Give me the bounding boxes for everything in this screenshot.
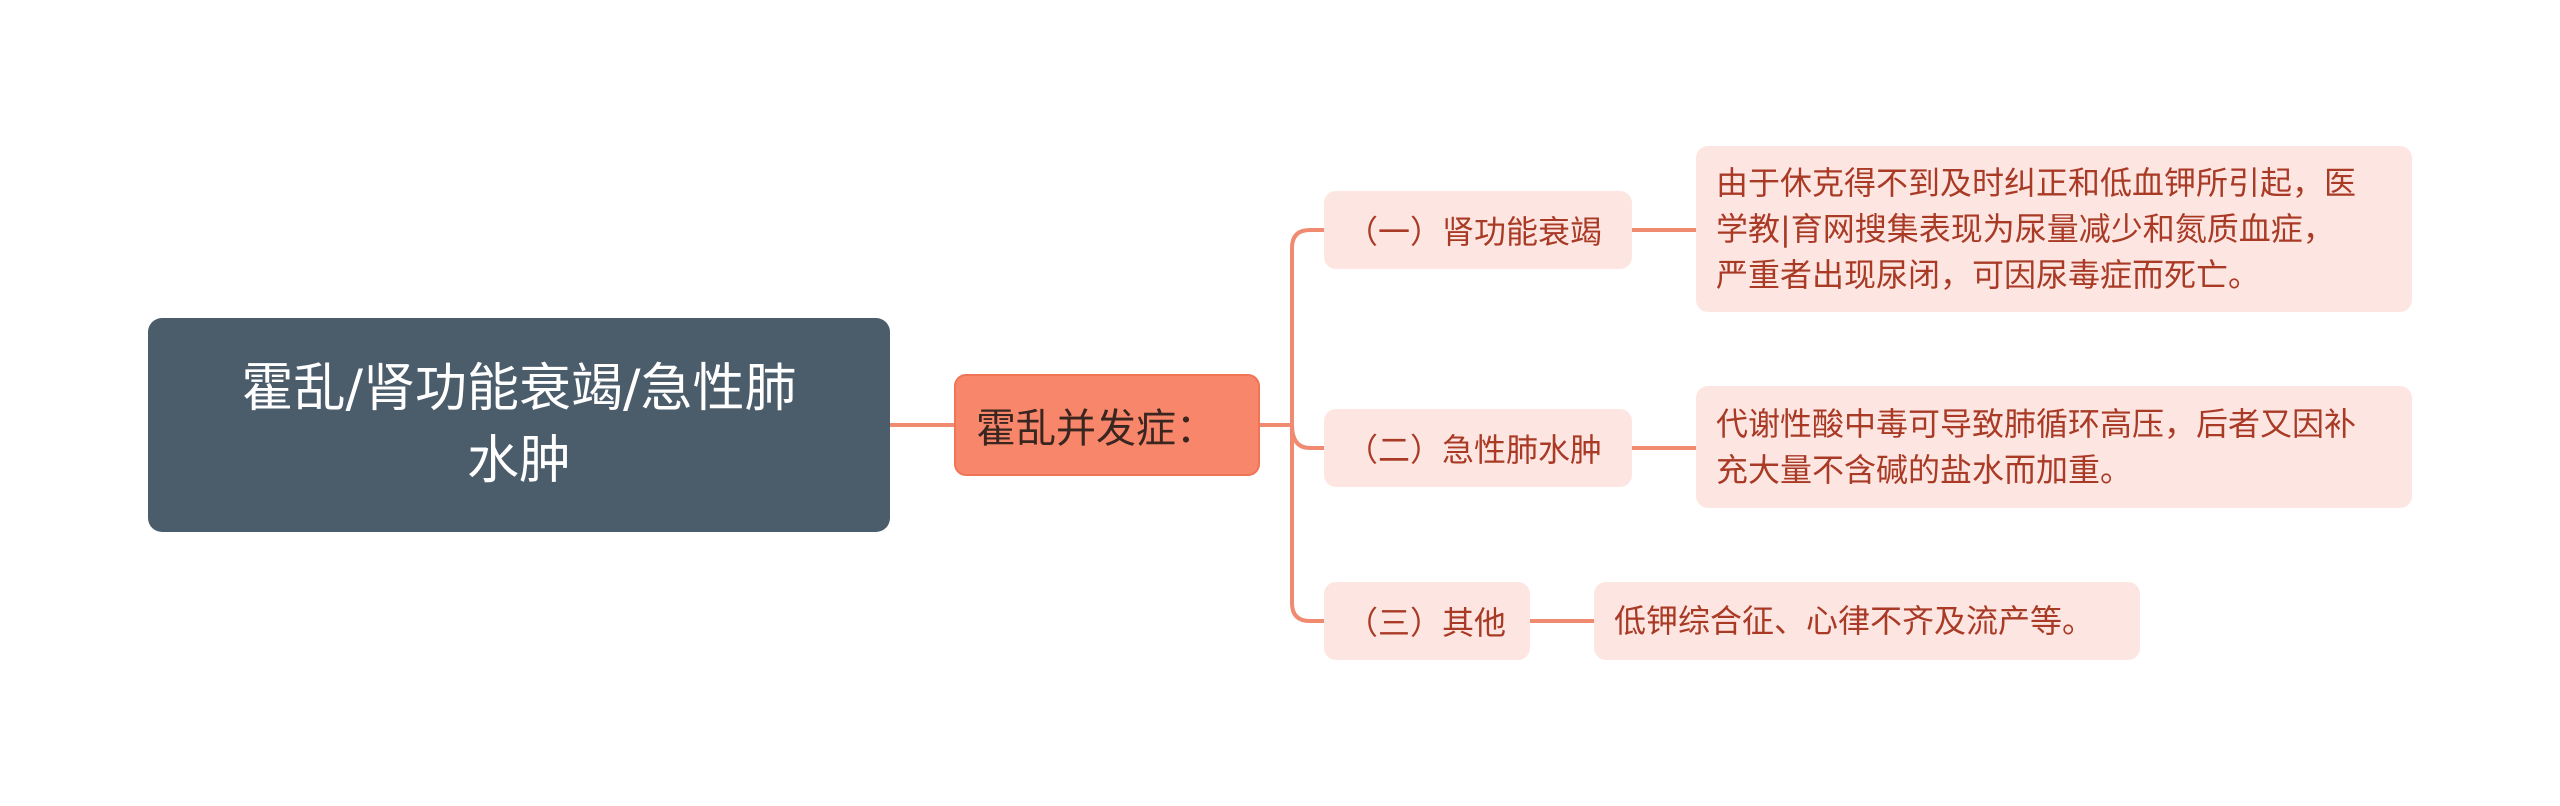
root-topic-node[interactable]: 霍乱/肾功能衰竭/急性肺 水肿 [148, 318, 890, 532]
detail-node-other[interactable]: 低钾综合征、心律不齐及流产等。 [1594, 582, 2140, 660]
detail-line: 充大量不含碱的盐水而加重。 [1716, 451, 2133, 489]
detail-text: 由于休克得不到及时纠正和低血钾所引起，医 学教|育网搜集表现为尿量减少和氮质血症… [1716, 160, 2356, 298]
hub-to-branch-1-connector [1258, 228, 1326, 427]
hub-topic-label: 霍乱并发症： [976, 406, 1216, 452]
branch-label: （二）急性肺水肿 [1346, 431, 1603, 469]
branch-label: （一）肾功能衰竭 [1346, 213, 1603, 251]
root-topic-line: 水肿 [466, 431, 571, 491]
root-topic-label: 霍乱/肾功能衰竭/急性肺 水肿 [241, 353, 796, 497]
hub-to-branch-3-connector [1290, 423, 1326, 623]
detail-node-pulmonary-edema[interactable]: 代谢性酸中毒可导致肺循环高压，后者又因补 充大量不含碱的盐水而加重。 [1696, 386, 2412, 508]
detail-line: 低钾综合征、心律不齐及流产等。 [1614, 602, 2095, 640]
detail-line: 严重者出现尿闭，可因尿毒症而死亡。 [1716, 256, 2261, 294]
detail-line: 学教|育网搜集表现为尿量减少和氮质血症， [1716, 210, 2335, 248]
detail-line: 代谢性酸中毒可导致肺循环高压，后者又因补 [1716, 405, 2357, 443]
detail-node-kidney-failure[interactable]: 由于休克得不到及时纠正和低血钾所引起，医 学教|育网搜集表现为尿量减少和氮质血症… [1696, 146, 2412, 312]
detail-text: 低钾综合征、心律不齐及流产等。 [1614, 598, 2094, 644]
branch-node-kidney-failure[interactable]: （一）肾功能衰竭 [1324, 191, 1632, 269]
branch-node-other[interactable]: （三）其他 [1324, 582, 1530, 660]
hub-topic-node[interactable]: 霍乱并发症： [954, 374, 1260, 476]
root-topic-line: 霍乱/肾功能衰竭/急性肺 [241, 359, 797, 419]
branch-label: （三）其他 [1346, 604, 1507, 642]
detail-line: 由于休克得不到及时纠正和低血钾所引起，医 [1716, 164, 2357, 202]
branch-node-pulmonary-edema[interactable]: （二）急性肺水肿 [1324, 409, 1632, 487]
detail-text: 代谢性酸中毒可导致肺循环高压，后者又因补 充大量不含碱的盐水而加重。 [1716, 401, 2356, 493]
